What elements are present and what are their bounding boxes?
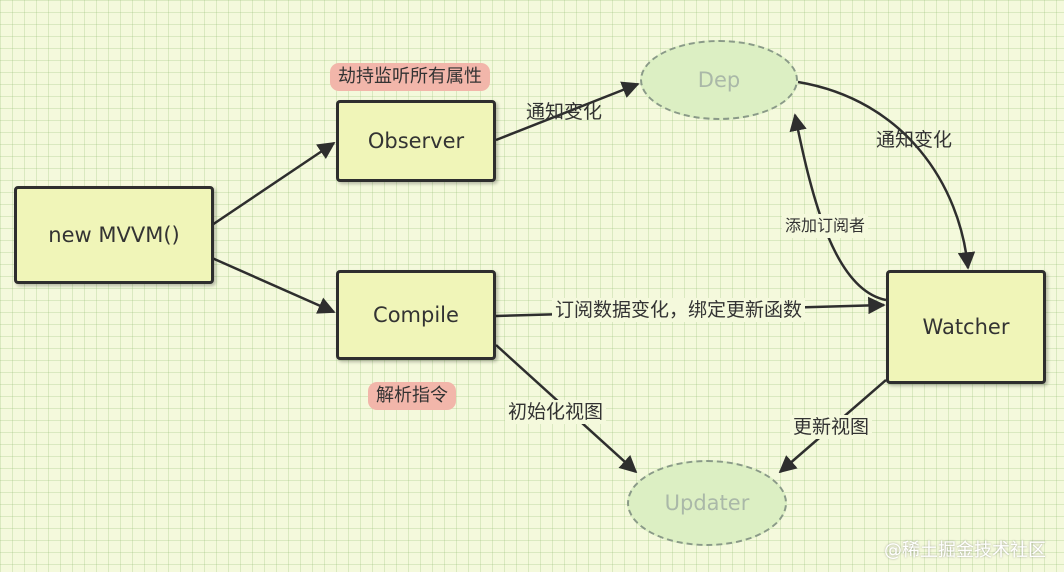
compile-node: Compile bbox=[336, 270, 496, 360]
mvvm-node: new MVVM() bbox=[14, 186, 214, 284]
compile-note: 解析指令 bbox=[368, 382, 456, 410]
compile-label: Compile bbox=[373, 303, 459, 327]
updater-node: Updater bbox=[627, 460, 787, 546]
watcher-node: Watcher bbox=[886, 270, 1046, 384]
edge-label-dep-watcher: 通知变化 bbox=[876, 129, 953, 151]
observer-label: Observer bbox=[367, 129, 465, 153]
watermark: @稀土掘金技术社区 bbox=[884, 540, 1046, 561]
observer-node: Observer bbox=[336, 100, 496, 182]
edge-label-watcher-updater: 更新视图 bbox=[790, 415, 873, 439]
edge-label-compile-watcher: 订阅数据变化，绑定更新函数 bbox=[552, 298, 806, 322]
watcher-label: Watcher bbox=[922, 315, 1010, 339]
arrow-mvvm-compile bbox=[211, 256, 336, 314]
arrow-observer-dep bbox=[495, 81, 640, 142]
arrow-watcher-dep bbox=[789, 113, 887, 302]
arrow-dep-watcher bbox=[797, 80, 976, 270]
dep-node: Dep bbox=[640, 40, 798, 120]
arrow-mvvm-observer bbox=[211, 141, 336, 227]
edge-label-observer-dep: 通知变化 bbox=[526, 101, 603, 123]
observer-note: 劫持监听所有属性 bbox=[330, 63, 490, 91]
edge-label-watcher-dep: 添加订阅者 bbox=[782, 214, 869, 238]
edge-label-compile-updater: 初始化视图 bbox=[505, 400, 607, 424]
dep-label: Dep bbox=[697, 68, 741, 92]
updater-label: Updater bbox=[664, 491, 750, 515]
mvvm-label: new MVVM() bbox=[48, 223, 180, 247]
